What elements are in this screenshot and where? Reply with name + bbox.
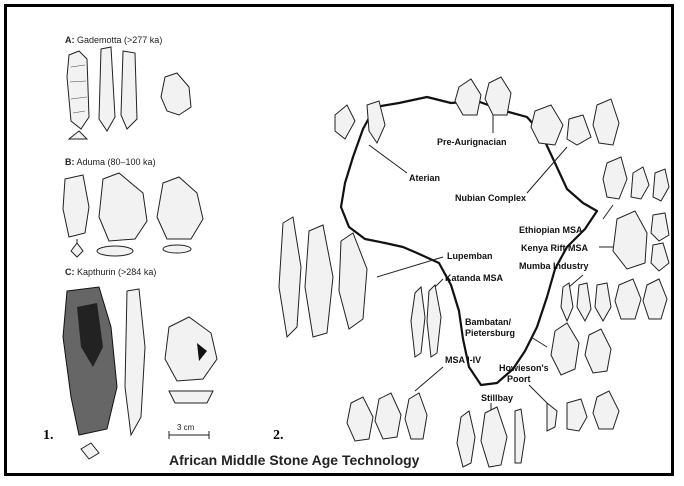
label-mumba-industry: Mumba Industry bbox=[519, 261, 589, 271]
label-lupemban: Lupemban bbox=[447, 251, 493, 261]
handaxe-b3 bbox=[157, 177, 203, 239]
arrow-msa-i-iv bbox=[415, 367, 443, 391]
label-msa-i-iv: MSA I-IV bbox=[445, 355, 481, 365]
figure-frame: A: Gademotta (>277 ka) B: Aduma (80–100 … bbox=[4, 4, 674, 476]
artifacts-kenya bbox=[613, 211, 669, 271]
figure-caption: African Middle Stone Age Technology bbox=[169, 452, 420, 468]
artifacts-lupemban bbox=[279, 217, 367, 337]
handaxe-c3 bbox=[165, 317, 217, 381]
stone-point-a4 bbox=[161, 73, 191, 115]
label-kenya-rift-msa: Kenya Rift MSA bbox=[521, 243, 589, 253]
artifacts-mumba bbox=[561, 279, 667, 321]
artifacts-katanda bbox=[411, 285, 441, 357]
section-c-artifacts bbox=[63, 287, 217, 459]
artifacts-msa-i-iv bbox=[347, 393, 427, 441]
arrow-bambatan bbox=[531, 337, 547, 347]
scale-bar: 3 cm bbox=[169, 423, 209, 439]
panel-2-number: 2. bbox=[273, 428, 284, 443]
cross-section-c4 bbox=[169, 391, 213, 403]
stone-blade-a3 bbox=[121, 51, 137, 129]
small-core-b4 bbox=[71, 243, 83, 257]
label-pre-aurignacian: Pre-Aurignacian bbox=[437, 137, 507, 147]
arrow-aterian bbox=[369, 145, 407, 173]
panel-1-number: 1. bbox=[43, 428, 54, 443]
stone-blade-a1 bbox=[67, 51, 89, 129]
panel-1: A: Gademotta (>277 ka) B: Aduma (80–100 … bbox=[43, 35, 217, 459]
label-ethiopian-msa: Ethiopian MSA bbox=[519, 225, 583, 235]
cross-section-b5 bbox=[97, 246, 133, 256]
label-nubian-complex: Nubian Complex bbox=[455, 193, 526, 203]
stone-blade-a2 bbox=[99, 47, 115, 131]
arrow-nubian bbox=[527, 147, 567, 193]
handaxe-b2 bbox=[99, 173, 147, 241]
scale-label: 3 cm bbox=[177, 423, 195, 432]
artifacts-ethiopian bbox=[603, 157, 669, 201]
figure-canvas: A: Gademotta (>277 ka) B: Aduma (80–100 … bbox=[7, 7, 671, 473]
artifacts-howiesons bbox=[547, 391, 619, 431]
arrow-lupemban bbox=[377, 257, 443, 277]
section-c-label: C: Kapthurin (>284 ka) bbox=[65, 267, 156, 277]
blade-profile-c2 bbox=[125, 289, 145, 435]
cross-section-a bbox=[69, 131, 87, 139]
section-a-artifacts bbox=[67, 47, 191, 139]
arrow-howiesons bbox=[529, 385, 547, 403]
section-b-artifacts bbox=[63, 173, 203, 257]
section-b-label: B: Aduma (80–100 ka) bbox=[65, 157, 156, 167]
panel-2: Pre-Aurignacian Aterian Nubian Complex E… bbox=[273, 77, 669, 467]
artifacts-stillbay bbox=[457, 407, 525, 467]
label-aterian: Aterian bbox=[409, 173, 440, 183]
label-katanda-msa: Katanda MSA bbox=[445, 273, 504, 283]
artifacts-bambatan bbox=[551, 323, 611, 375]
cross-section-c5 bbox=[81, 443, 99, 459]
cross-section-b6 bbox=[163, 245, 191, 253]
arrow-ethiopian bbox=[603, 205, 613, 219]
label-bambatan: Bambatan/Pietersburg bbox=[465, 317, 515, 338]
label-stillbay: Stillbay bbox=[481, 393, 513, 403]
artifacts-nubian bbox=[531, 99, 619, 145]
stone-tool-b1 bbox=[63, 175, 89, 237]
artifacts-pre-aurignacian bbox=[455, 77, 511, 115]
section-a-label: A: Gademotta (>277 ka) bbox=[65, 35, 162, 45]
